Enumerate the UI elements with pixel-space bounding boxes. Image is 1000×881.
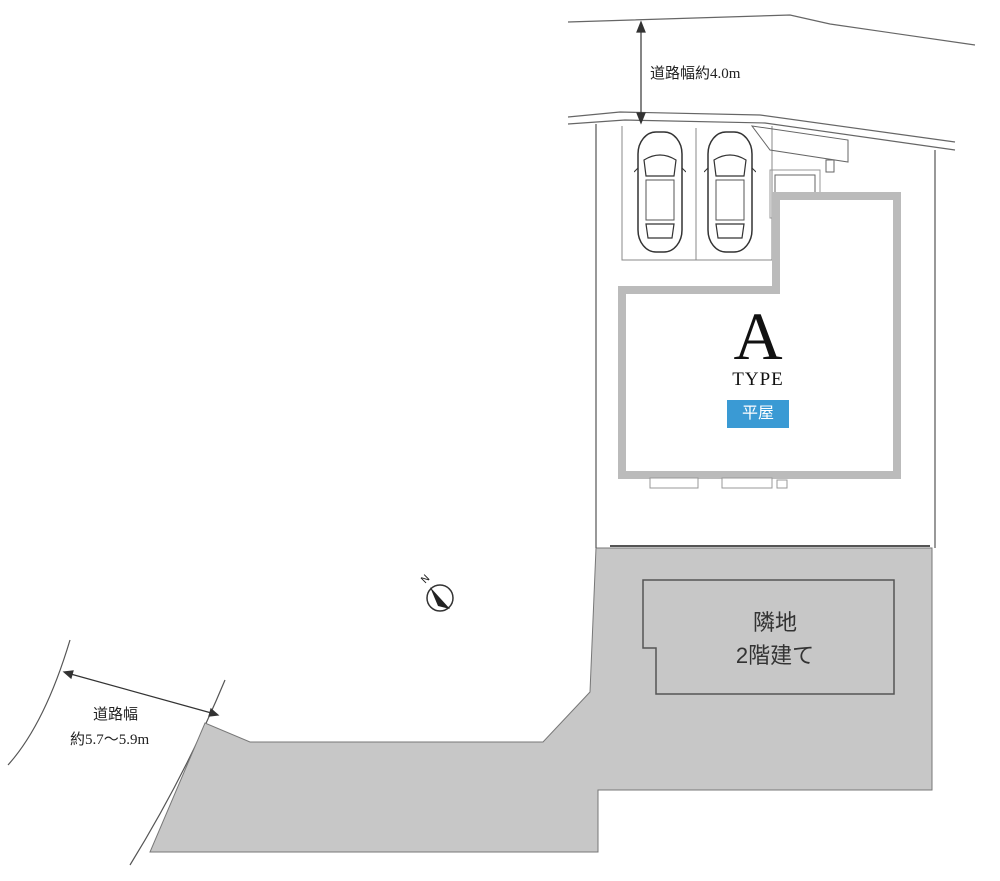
house-outline — [618, 192, 901, 479]
house-type-letter: A — [733, 298, 783, 374]
svg-text:N: N — [419, 573, 432, 586]
neighbor-label: 隣地 — [752, 610, 797, 635]
neighbor-lot — [149, 547, 933, 853]
west-road-edges — [7, 639, 226, 866]
neighbor-building — [642, 579, 895, 695]
west-road-width-label-line1: 道路幅 — [93, 707, 139, 723]
house-style-badge: 平屋 — [727, 400, 789, 428]
house-steps — [649, 477, 788, 489]
north-road — [567, 14, 976, 151]
car-icon — [634, 131, 686, 253]
north-arrow-icon: N — [419, 573, 454, 612]
car-icon — [704, 131, 756, 253]
north-road-width-dimension — [636, 20, 646, 125]
neighbor-floors-label: 2階建て — [735, 643, 815, 668]
subject-lot — [595, 124, 936, 548]
house-type-word: TYPE — [732, 369, 784, 390]
west-road-width-dimension — [62, 670, 220, 717]
west-road-width-label-line2: 約5.7〜5.9m — [70, 732, 150, 748]
north-road-width-label: 道路幅約4.0m — [650, 66, 741, 82]
